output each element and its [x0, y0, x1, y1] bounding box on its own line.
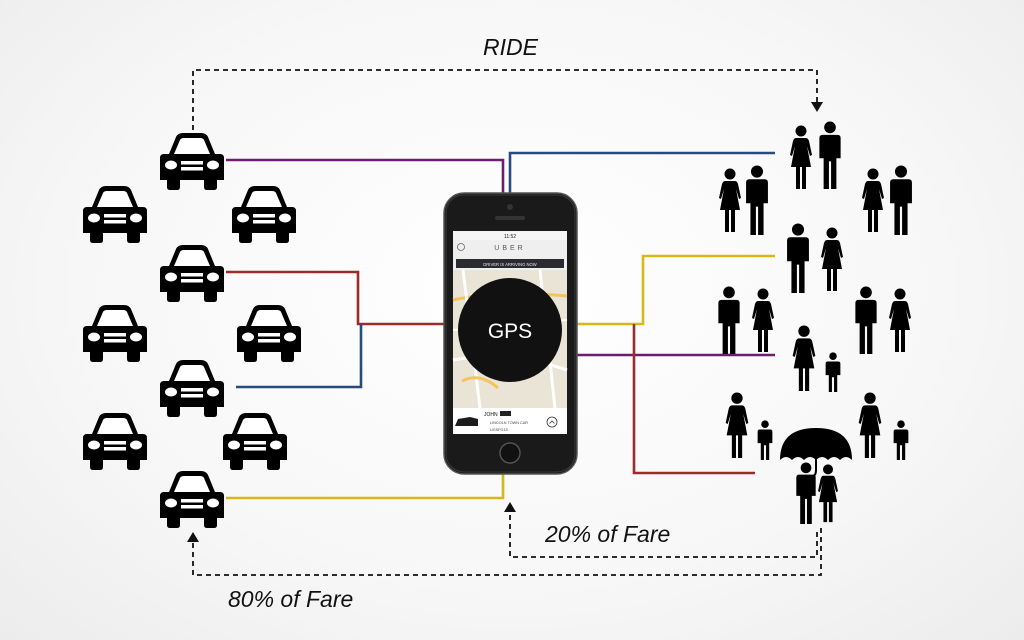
couple-icon: [790, 121, 841, 189]
home-button-icon: [499, 442, 521, 464]
car-icon: [83, 186, 147, 243]
driver-name: JOHN: [484, 412, 498, 418]
ride-label: RIDE: [483, 34, 539, 60]
umbrella-couple-icon: [780, 428, 852, 524]
mother-child-icon: [858, 392, 909, 460]
smartphone-icon: 11:52 UBER DRIVER IS ARRIVING NOW GPS JO…: [443, 192, 578, 475]
ride-flow-arrow: [192, 69, 818, 130]
status-time: 11:52: [504, 234, 516, 240]
car-model: LINCOLN TOWN CAR: [490, 421, 528, 425]
car-icon: [83, 305, 147, 362]
driver-payment-arrow: [192, 528, 822, 576]
app-brand: UBER: [494, 245, 525, 252]
banner-text: DRIVER IS ARRIVING NOW: [483, 262, 537, 267]
gps-label: GPS: [488, 320, 532, 343]
car-icon: [223, 413, 287, 470]
ride-arrowhead: [811, 102, 823, 112]
connection-line: [226, 270, 446, 326]
riders-group: [718, 121, 912, 524]
platform-payment-arrow: [509, 510, 818, 558]
connection-line: [236, 324, 363, 389]
car-icon: [160, 245, 224, 302]
car-icon: [83, 413, 147, 470]
car-icon: [160, 360, 224, 417]
rating-badge: [500, 411, 511, 416]
connection-line: [226, 158, 505, 195]
status-banner: [456, 259, 564, 268]
car-icon: [237, 305, 301, 362]
car-icon: [232, 186, 296, 243]
car-icon: [160, 133, 224, 190]
platform-payment-arrowhead: [504, 502, 516, 512]
plate-number: UGSFG15: [490, 428, 508, 432]
mother-child-icon: [792, 325, 841, 392]
car-thumbnail-icon: [455, 417, 478, 426]
connection-line: [508, 151, 775, 195]
couple-icon: [862, 165, 912, 235]
connection-line: [575, 254, 775, 326]
profile-icon: [457, 243, 465, 251]
connection-line: [632, 324, 755, 475]
couple-icon: [787, 223, 843, 293]
platform-share-label: 20% of Fare: [544, 521, 670, 547]
couple-icon: [855, 286, 911, 354]
driver-payment-arrowhead: [187, 532, 199, 542]
expand-icon: [546, 416, 558, 428]
mother-child-icon: [725, 392, 773, 460]
drivers-group: [83, 133, 301, 528]
connection-line: [226, 472, 505, 500]
couple-icon: [719, 165, 768, 235]
couple-icon: [718, 286, 774, 354]
gps-hub: [458, 278, 562, 382]
car-icon: [160, 471, 224, 528]
driver-share-label: 80% of Fare: [228, 586, 353, 612]
